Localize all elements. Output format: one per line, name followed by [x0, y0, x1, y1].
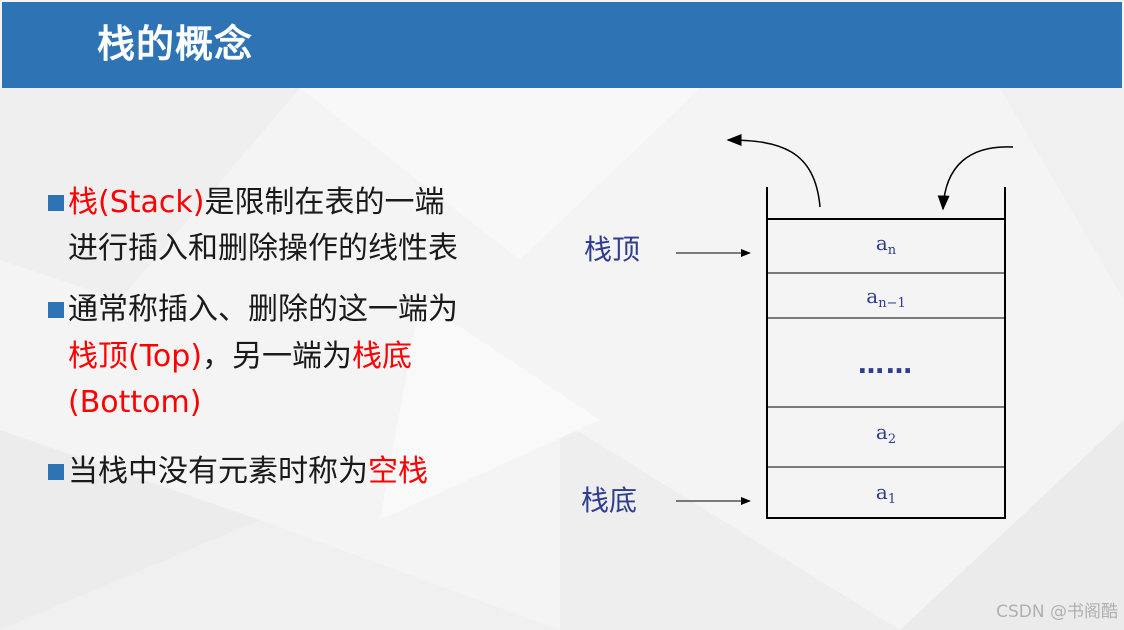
bullet-marker	[48, 195, 64, 211]
bullet-text: 栈(Stack)	[68, 185, 205, 220]
cell-base: a	[875, 480, 888, 504]
title-bar: 栈的概念	[2, 2, 1122, 88]
cell-sub: n	[887, 243, 897, 258]
bullet-text: (Bottom)	[68, 385, 202, 420]
bullet-marker	[48, 464, 64, 480]
stack-cell-a1: a1	[767, 480, 1005, 507]
bullet-text: ，另一端为	[202, 339, 353, 374]
cell-sub: 1	[887, 492, 897, 507]
bullet-2-line-1: 通常称插入、删除的这一端为	[68, 290, 458, 330]
bullet-text: 栈底	[352, 339, 413, 374]
stack-top-label: 栈顶	[584, 233, 641, 266]
stack-bottom-label: 栈底	[581, 484, 638, 517]
bullet-text: 栈顶(Top)	[68, 339, 203, 374]
bullet-1-line-2: 进行插入和删除操作的线性表	[68, 229, 458, 269]
push-arrow	[937, 146, 1014, 211]
stack-ellipsis: ……	[858, 350, 914, 380]
cell-base: a	[875, 420, 888, 444]
cell-base: a	[866, 284, 879, 308]
pop-arrow	[726, 134, 821, 208]
bullet-marker	[48, 302, 64, 318]
watermark: CSDN @书阁酷	[996, 602, 1118, 622]
stack-cell-an: an	[767, 231, 1005, 258]
bullet-2-line-2: 栈顶(Top)，另一端为栈底	[68, 337, 412, 377]
bullet-2-line-3: (Bottom)	[68, 383, 201, 423]
bullet-text: 进行插入和删除操作的线性表	[68, 231, 458, 266]
cell-sub: 2	[887, 432, 897, 447]
cell-sub: n−1	[878, 296, 906, 311]
cell-base: a	[875, 231, 888, 255]
bullet-text: 是限制在表的一端	[204, 185, 445, 220]
stack-box	[766, 218, 1006, 519]
bullet-text: 空栈	[368, 454, 428, 489]
bullet-3-line-1: 当栈中没有元素时称为空栈	[68, 452, 428, 492]
bullet-text: 通常称插入、删除的这一端为	[68, 292, 458, 327]
slide-title: 栈的概念	[97, 22, 254, 66]
bullet-text: 当栈中没有元素时称为	[68, 454, 368, 489]
stack-cell-a2: a2	[767, 420, 1005, 447]
bullet-1-line-1: 栈(Stack)是限制在表的一端	[68, 183, 444, 223]
stack-cell-an-1: an−1	[767, 284, 1005, 311]
